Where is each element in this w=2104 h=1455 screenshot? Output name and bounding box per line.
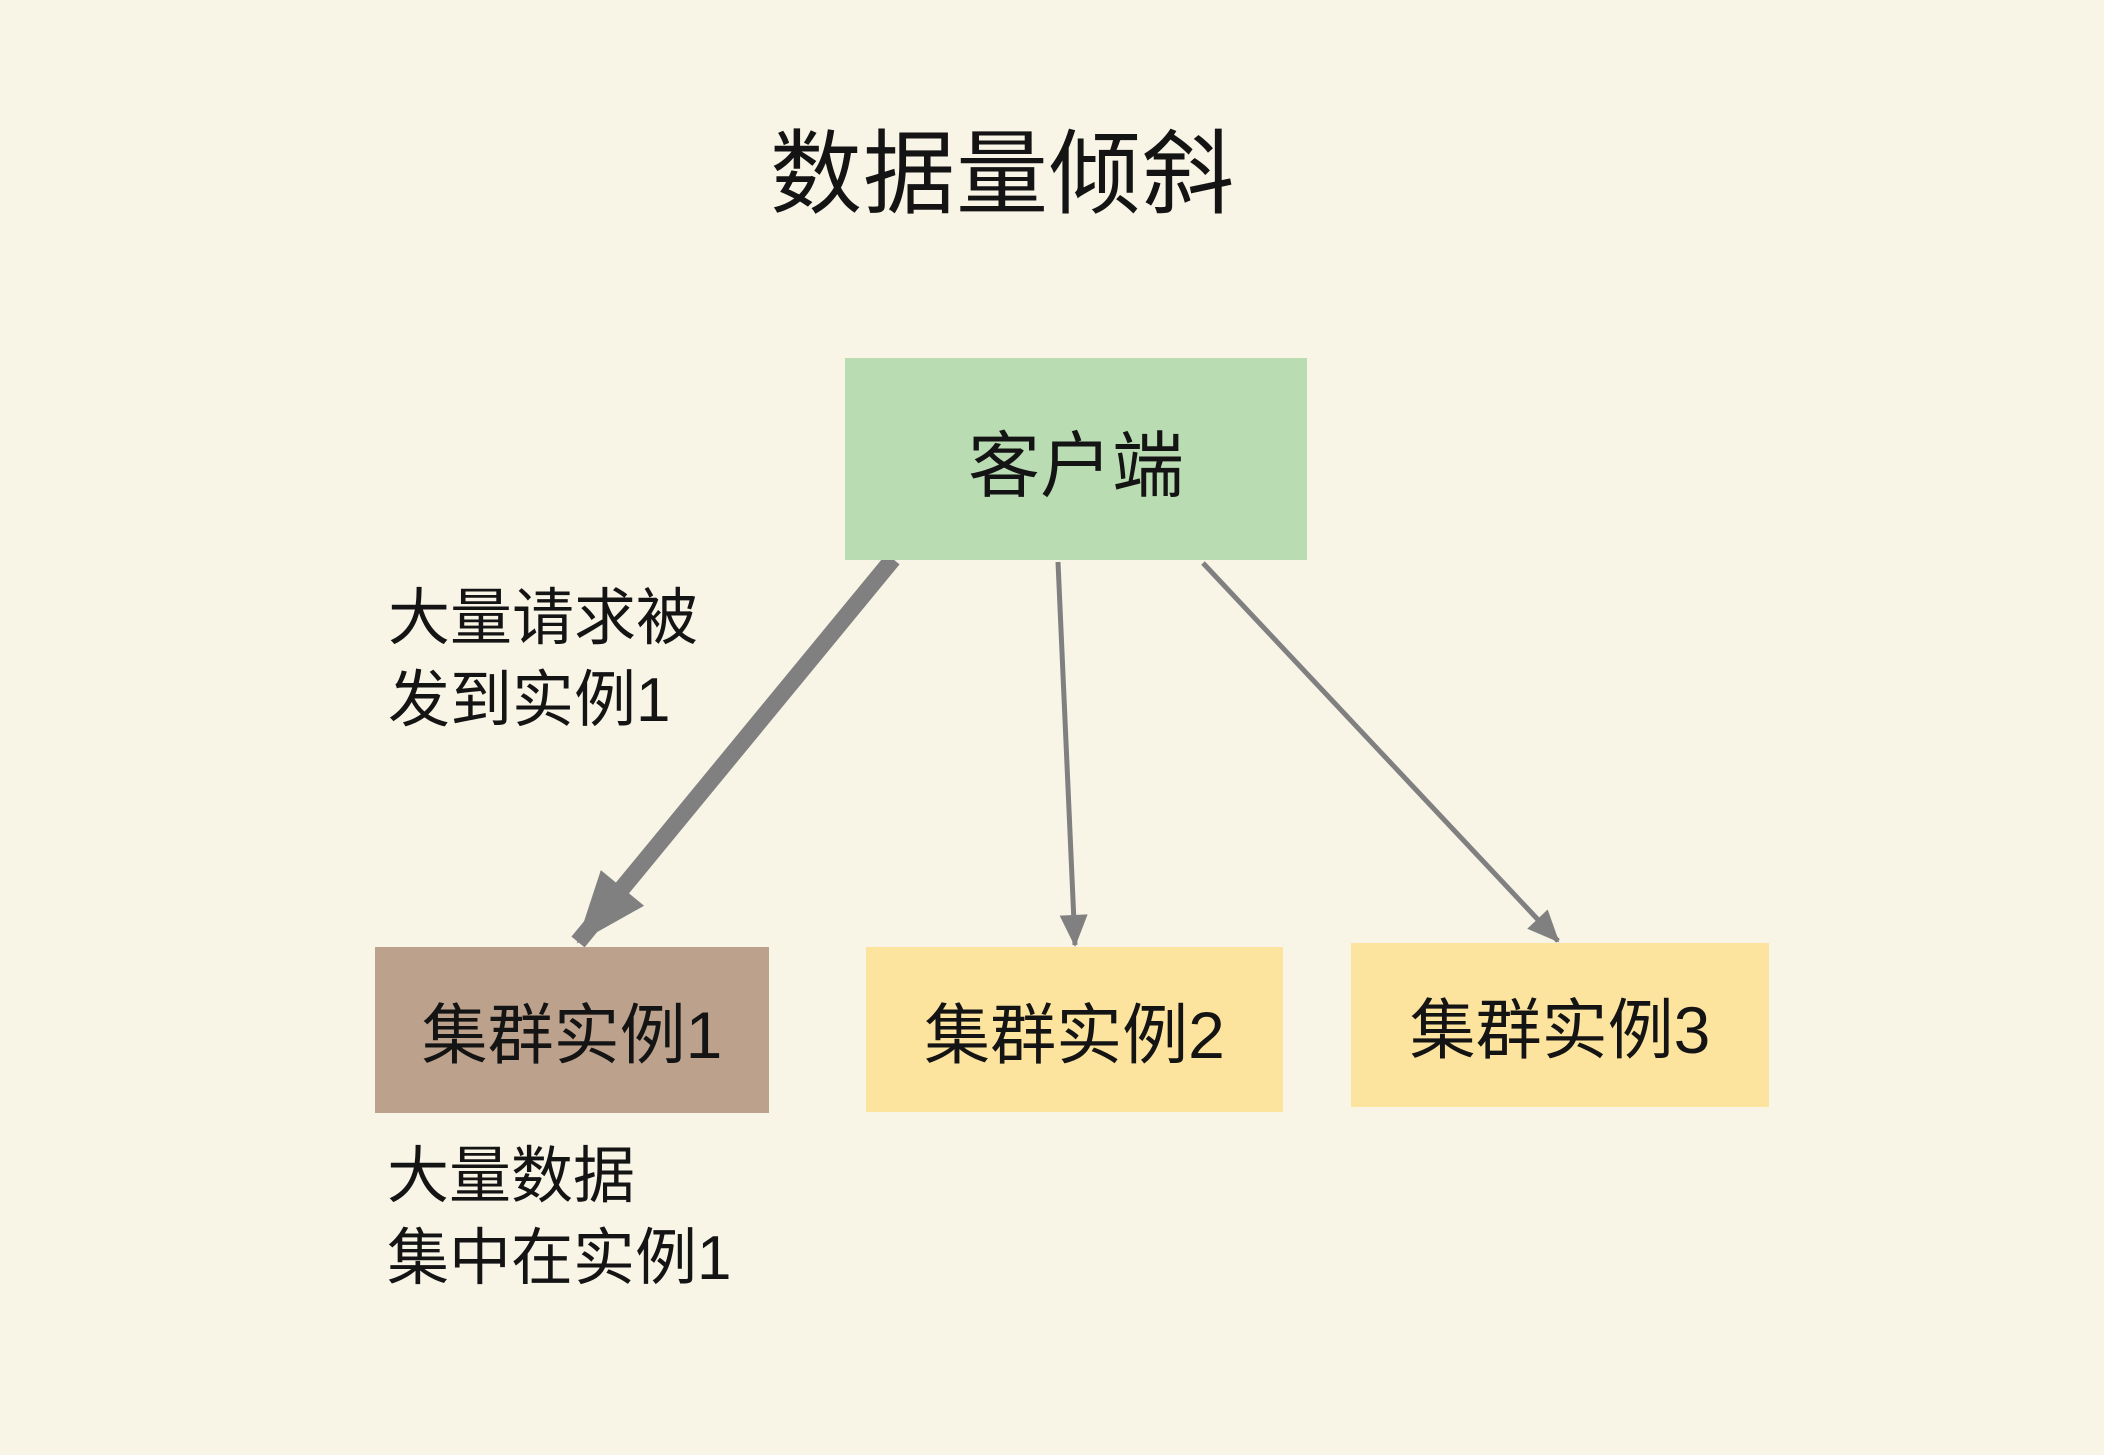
node-client: 客户端 xyxy=(845,358,1307,560)
node-instance1: 集群实例1 xyxy=(375,947,769,1113)
annotation-data-line2: 集中在实例1 xyxy=(387,1224,732,1293)
annotation-requests-line1: 大量请求被 xyxy=(388,584,699,653)
arrow-client-to-instance3 xyxy=(1201,561,1560,943)
node-instance1-label: 集群实例1 xyxy=(421,998,723,1072)
annotation-data: 大量数据 集中在实例1 xyxy=(387,1136,731,1300)
arrow-client-to-instance2 xyxy=(1055,561,1088,947)
arrow-client-to-instance1 xyxy=(571,553,900,948)
annotation-requests-line2: 发到实例1 xyxy=(388,666,671,735)
node-instance2-label: 集群实例2 xyxy=(924,997,1225,1072)
page-title: 数据量倾斜 xyxy=(770,124,1236,226)
node-client-label: 客户端 xyxy=(967,426,1184,507)
node-instance2: 集群实例2 xyxy=(866,947,1283,1112)
node-instance3-label: 集群实例3 xyxy=(1409,993,1711,1067)
annotation-data-line1: 大量数据 xyxy=(387,1142,636,1211)
annotation-requests: 大量请求被 发到实例1 xyxy=(388,578,698,742)
node-instance3: 集群实例3 xyxy=(1351,943,1769,1107)
